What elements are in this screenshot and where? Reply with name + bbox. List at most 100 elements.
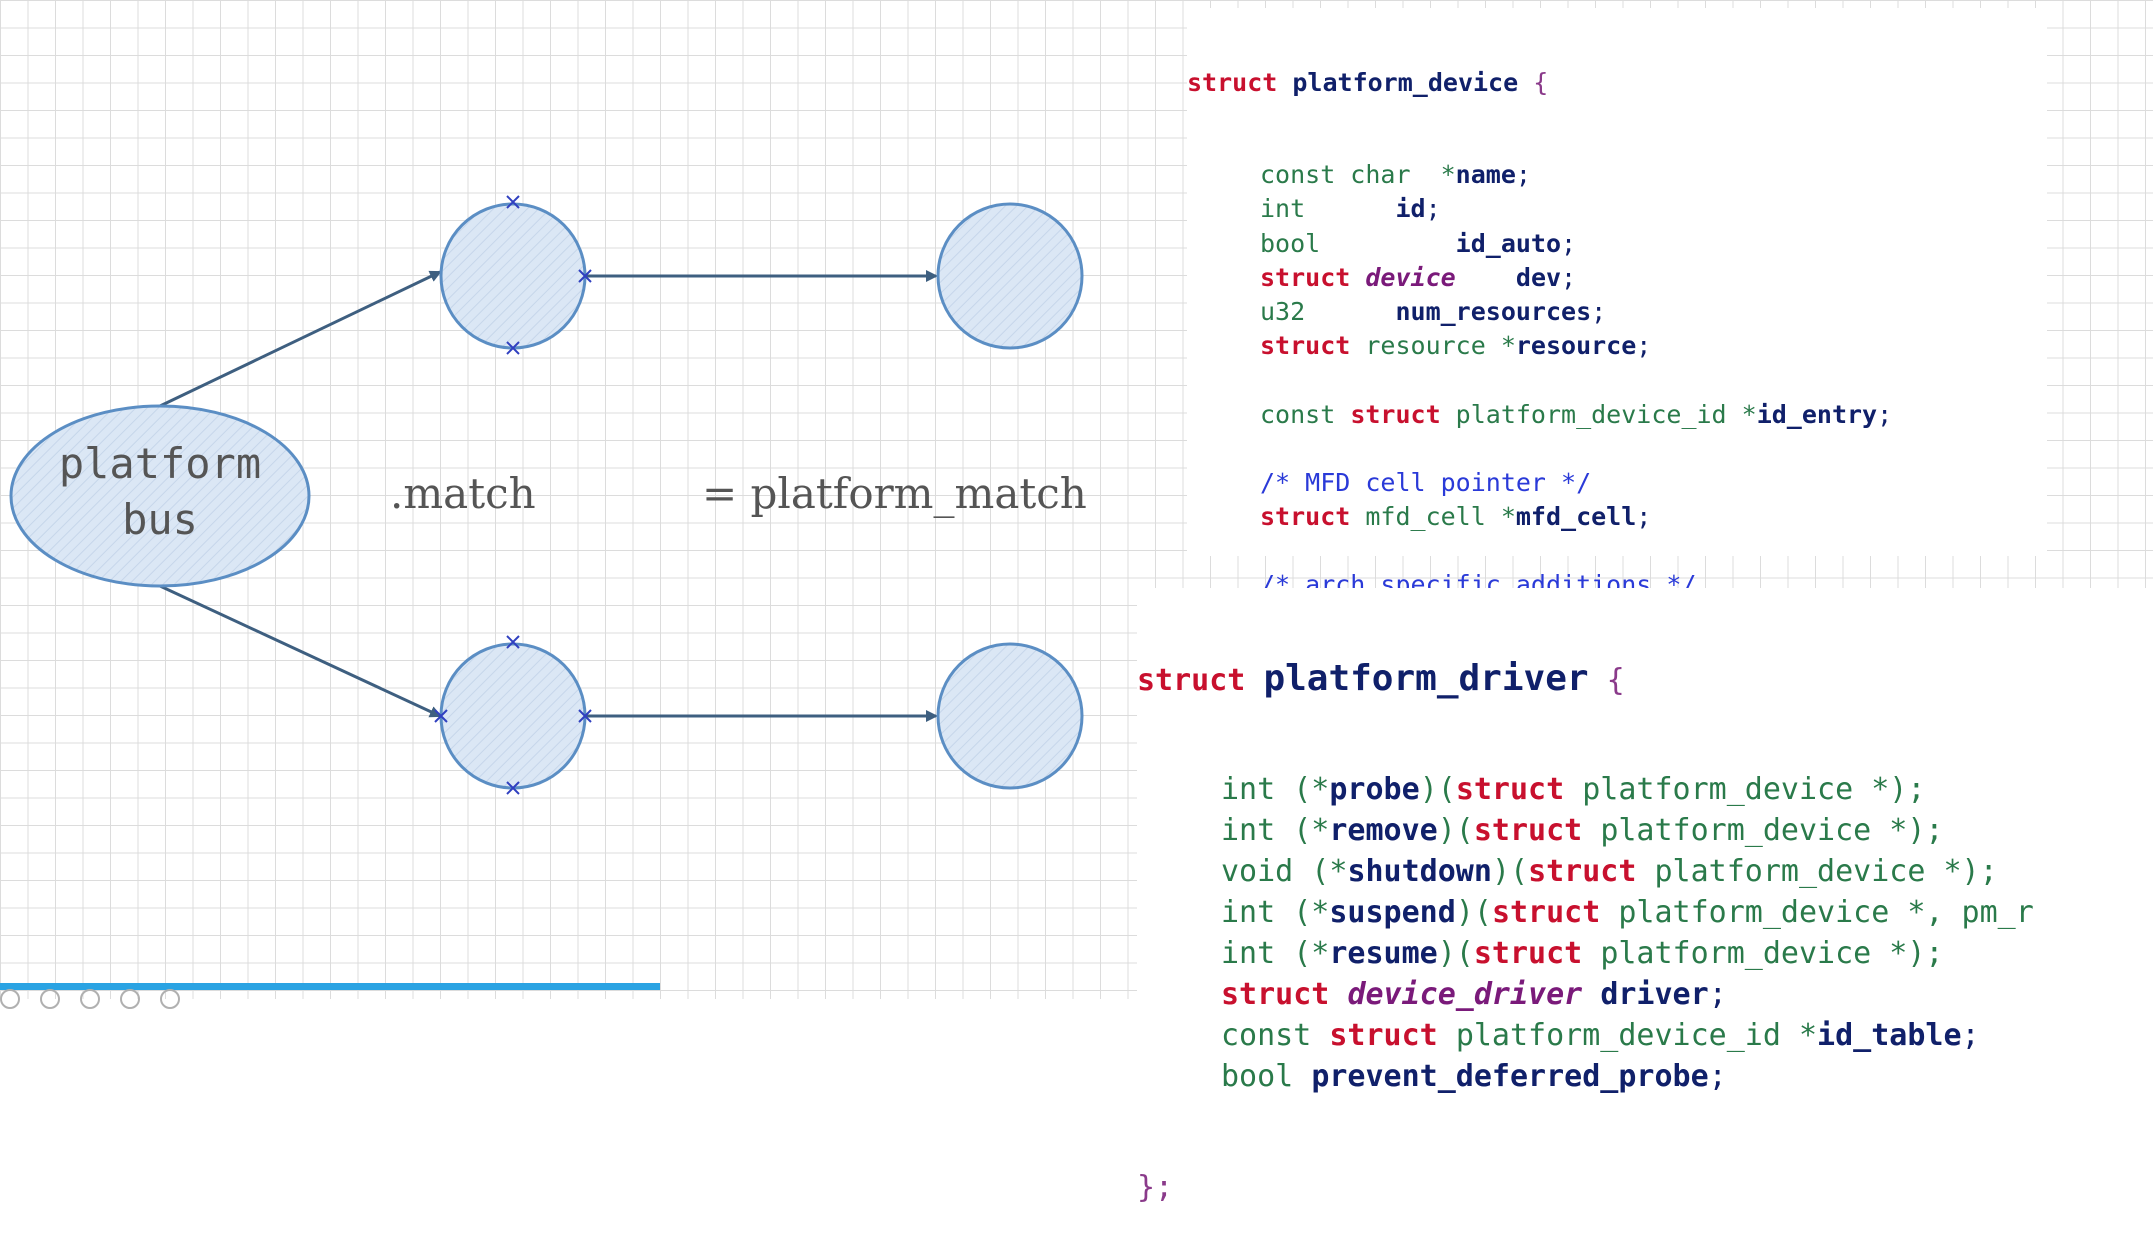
driver-field-line: int (*probe)(struct platform_device *); (1137, 769, 2153, 810)
driver-token: )( (1455, 895, 1492, 930)
device-field-line: struct mfd_cell *mfd_cell; (1187, 500, 2047, 534)
device-token: resource * (1365, 331, 1516, 361)
device-token: mfd_cell * (1365, 502, 1516, 532)
device-token: dev (1515, 262, 1562, 292)
control-dot[interactable] (40, 989, 60, 1009)
device-field-line: u32 num_resources; (1187, 295, 2047, 329)
driver-token: shutdown (1347, 854, 1492, 889)
device-token: ; (1425, 194, 1441, 224)
device-struct-name: platform_device (1292, 68, 1519, 97)
driver-field-line: int (*suspend)(struct platform_device *,… (1137, 892, 2153, 933)
driver-token: struct (1221, 977, 1348, 1012)
edge-bus-to-driver-node (159, 584, 442, 718)
driver-token: probe (1329, 772, 1420, 807)
driver-struct-keyword: struct (1137, 663, 1246, 698)
device-token: ; (1591, 296, 1607, 326)
driver-token: )( (1437, 936, 1474, 971)
device-token: num_resources (1395, 296, 1592, 326)
device-token: struct (1260, 502, 1366, 532)
driver-token: id_table (1817, 1018, 1962, 1053)
driver-token: ; (1708, 977, 1727, 1012)
driver-token: ; (1708, 1059, 1727, 1094)
connection-markers (434, 195, 592, 795)
driver-field-line: bool prevent_deferred_probe; (1137, 1056, 2153, 1097)
driver-token: platform_device *, pm_r (1618, 895, 2034, 930)
driver-field-line: int (*resume)(struct platform_device *); (1137, 933, 2153, 974)
device-struct-keyword: struct (1187, 68, 1278, 97)
device-field-line: /* MFD cell pointer */ (1187, 466, 2047, 500)
driver-target-node[interactable] (936, 642, 1084, 790)
driver-field-line: struct device_driver driver; (1137, 974, 2153, 1015)
driver-token: platform_device *); (1600, 936, 1944, 971)
device-field-line: struct device dev; (1187, 261, 2047, 295)
driver-token: device_driver (1347, 977, 1583, 1012)
driver-struct-name: platform_driver (1263, 658, 1589, 699)
device-token: id_entry (1756, 399, 1878, 429)
device-field-line: bool id_auto; (1187, 227, 2047, 261)
device-token (1456, 263, 1516, 292)
device-token: name (1455, 160, 1516, 190)
device-struct-header: struct platform_device { (1187, 66, 2047, 100)
driver-token: prevent_deferred_probe (1311, 1059, 1709, 1094)
driver-token: remove (1329, 813, 1438, 848)
control-dot[interactable] (120, 989, 140, 1009)
device-field-line: const char *name; (1187, 158, 2047, 192)
platform-device-code-block: struct platform_device { const char *nam… (1187, 8, 2047, 726)
driver-token: )( (1437, 813, 1474, 848)
control-dot[interactable] (80, 989, 100, 1009)
device-token: ; (1561, 262, 1577, 292)
driver-token: struct (1473, 936, 1601, 971)
driver-token (1582, 977, 1600, 1012)
device-token: id (1395, 194, 1426, 224)
device-field-line: int id; (1187, 192, 2047, 226)
device-token: ; (1636, 502, 1652, 532)
device-field-line (1187, 363, 2047, 397)
driver-token: ; (1961, 1018, 1980, 1053)
device-token: struct (1260, 331, 1366, 361)
driver-token: int (* (1221, 813, 1330, 848)
driver-token: resume (1329, 936, 1438, 971)
progress-bar (0, 983, 660, 990)
driver-token: void (* (1221, 854, 1348, 889)
driver-token: platform_device_id * (1455, 1018, 1818, 1053)
device-struct-fields: const char *name;int id;bool id_auto;str… (1187, 158, 2047, 637)
match-value: = platform_match (702, 469, 1087, 518)
device-field-line (1187, 534, 2047, 568)
device-token: ; (1877, 399, 1893, 429)
bus-label-line1: platform (59, 439, 261, 488)
device-token: const (1260, 399, 1351, 429)
driver-token: suspend (1329, 895, 1456, 930)
device-token: u32 (1260, 296, 1396, 326)
platform-bus-node[interactable] (9, 404, 311, 588)
device-token: ; (1515, 160, 1531, 190)
driver-token: platform_device *); (1582, 772, 1926, 807)
driver-token: int (* (1221, 936, 1330, 971)
driver-token: const (1221, 1018, 1330, 1053)
control-dot[interactable] (0, 989, 20, 1009)
driver-token: platform_device *); (1600, 813, 1944, 848)
match-label: .match (390, 469, 536, 518)
device-target-node[interactable] (936, 202, 1084, 350)
device-token: ; (1636, 331, 1652, 361)
device-open-brace: { (1533, 68, 1549, 97)
driver-token: int (* (1221, 772, 1330, 807)
driver-token: struct (1491, 895, 1619, 930)
driver-token: int (* (1221, 895, 1330, 930)
device-token: bool (1260, 228, 1456, 258)
control-dot[interactable] (160, 989, 180, 1009)
driver-token: )( (1491, 854, 1529, 889)
device-token: struct (1350, 399, 1456, 429)
player-controls[interactable] (0, 989, 200, 1009)
driver-token: struct (1329, 1018, 1456, 1053)
device-node[interactable] (439, 202, 587, 350)
driver-field-line: void (*shutdown)(struct platform_device … (1137, 851, 2153, 892)
device-token: device (1365, 262, 1456, 292)
device-token: platform_device_id * (1455, 399, 1757, 429)
driver-field-line: int (*remove)(struct platform_device *); (1137, 810, 2153, 851)
driver-close-brace: }; (1137, 1170, 1174, 1205)
device-token: resource (1515, 331, 1637, 361)
bus-diagram: platform bus .match = platform_match (9, 195, 1087, 795)
driver-node[interactable] (439, 642, 587, 790)
device-token: int (1260, 194, 1396, 224)
driver-open-brace: { (1606, 663, 1625, 698)
